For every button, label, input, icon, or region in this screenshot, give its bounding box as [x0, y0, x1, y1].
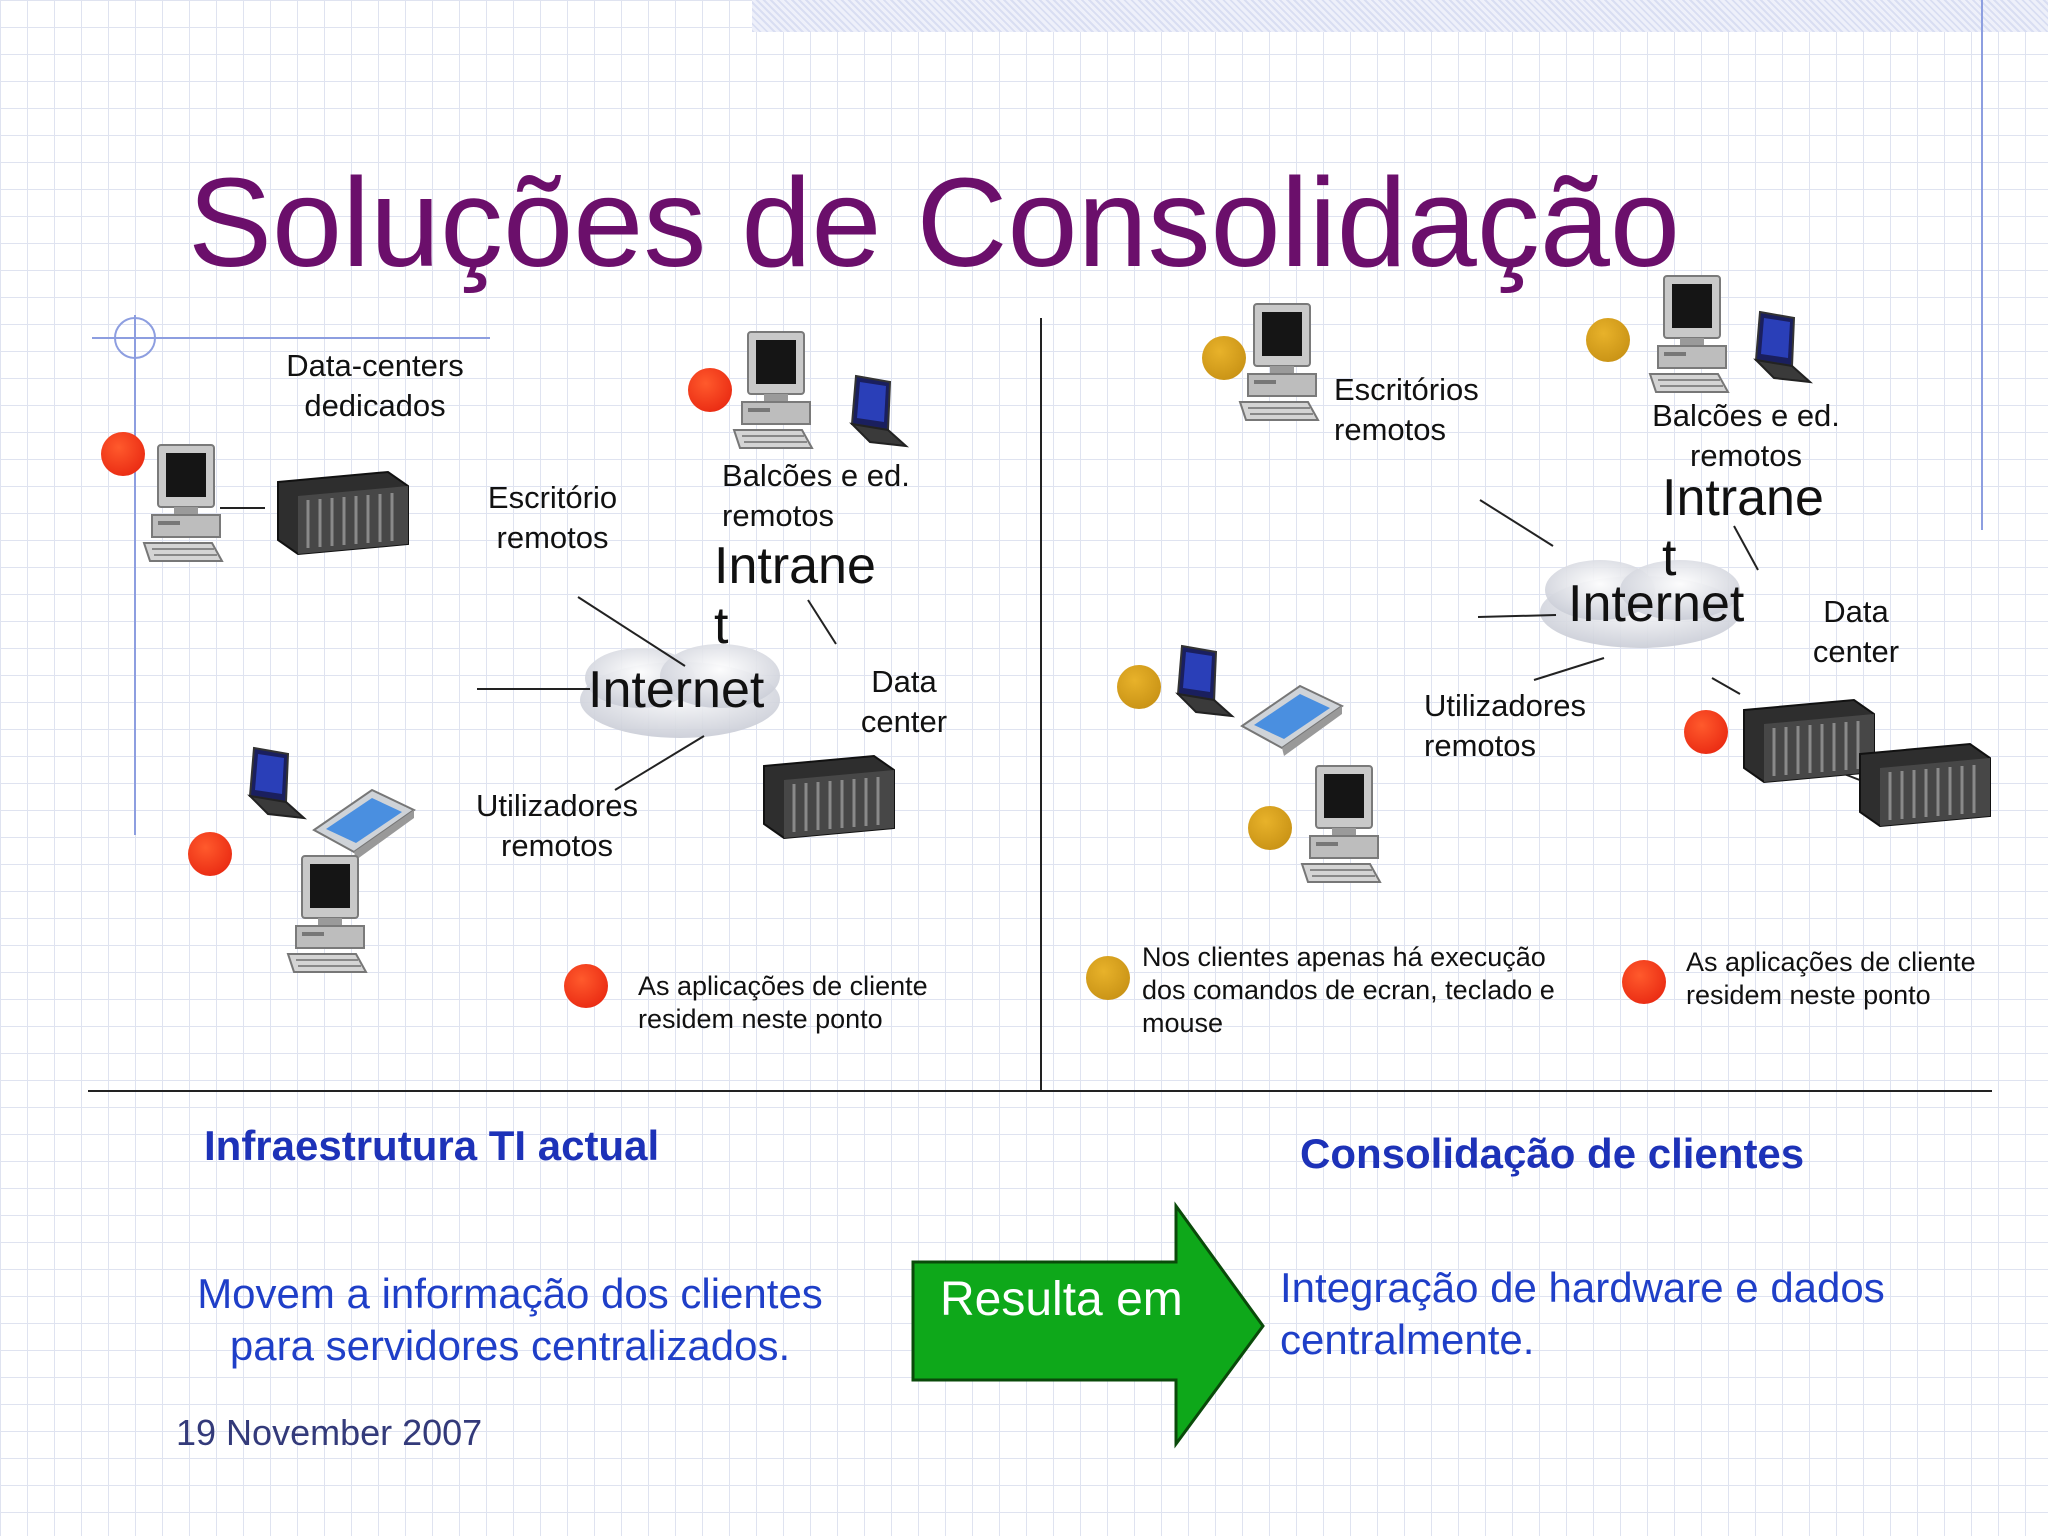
crosshair-icon [92, 315, 490, 835]
label-internet: Internet [588, 661, 765, 719]
cloud-icon [1540, 560, 1740, 648]
right-margin-line [1981, 0, 1983, 530]
label-internet-right: Internet [1568, 575, 1745, 633]
red-dot-marker [688, 368, 732, 412]
cloud-icon [580, 644, 780, 738]
right-network-diagram [1177, 275, 1992, 883]
label-balcoes-right: Balcões e ed.remotos [1652, 398, 1840, 473]
tablet-icon [313, 789, 415, 861]
tablet-icon [1241, 685, 1343, 757]
desktop-computer-icon [1301, 765, 1381, 883]
laptop-icon [1755, 311, 1811, 383]
arrow-label: Resulta em [940, 1273, 1183, 1326]
server-rack-icon [1742, 698, 1876, 784]
slide-title: Soluções de Consolidação [188, 152, 1681, 293]
yellow-dot-marker [1248, 806, 1292, 850]
yellow-dot-marker [1586, 318, 1630, 362]
red-dot-marker [188, 832, 232, 876]
desktop-computer-icon [1649, 275, 1729, 393]
laptop-icon [1177, 645, 1233, 717]
right-heading: Consolidação de clientes [1300, 1130, 1805, 1177]
legend-red-dot [564, 964, 608, 1008]
result-arrow [911, 1201, 1265, 1449]
desktop-computer-icon [733, 331, 813, 449]
top-pattern-band [752, 0, 2048, 32]
red-dot-marker [1684, 710, 1728, 754]
left-network-diagram [143, 331, 907, 973]
label-balcoes: Balcões e ed.remotos [722, 458, 910, 533]
laptop-icon [249, 747, 305, 819]
laptop-icon [851, 375, 907, 447]
legend-yellow-dot [1086, 956, 1130, 1000]
desktop-computer-icon [1239, 303, 1319, 421]
server-rack-icon [762, 754, 896, 840]
legend-red-dot [1622, 960, 1666, 1004]
server-rack-icon [276, 470, 410, 556]
slide-date: 19 November 2007 [176, 1412, 483, 1453]
left-heading: Infraestrutura TI actual [204, 1122, 660, 1169]
yellow-dot-marker [1202, 336, 1246, 380]
desktop-computer-icon [287, 855, 367, 973]
desktop-computer-icon [143, 444, 223, 562]
yellow-dot-marker [1117, 665, 1161, 709]
red-dot-marker [101, 432, 145, 476]
server-rack-icon [1858, 742, 1992, 828]
